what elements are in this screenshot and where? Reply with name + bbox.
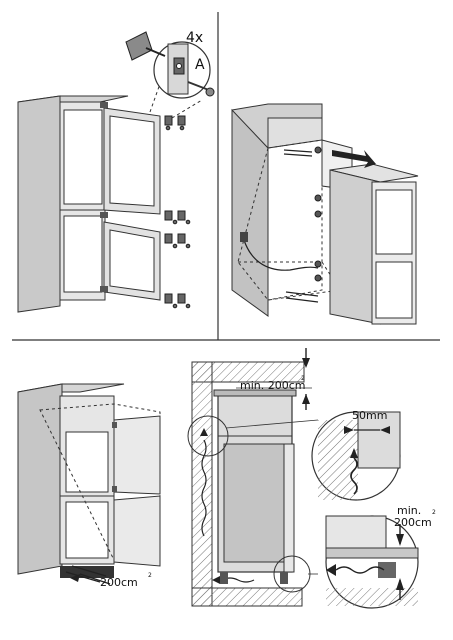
hinge-screws-middle xyxy=(164,210,191,249)
bottom-vent-label-line2: 200cm xyxy=(394,516,432,529)
part-label: A xyxy=(195,57,205,73)
count-label: 4x xyxy=(186,30,204,46)
top-vent-superscript: 2 xyxy=(301,375,305,382)
panel-ventilation-airflow xyxy=(17,383,161,585)
bottom-vent-superscript: 2 xyxy=(432,509,436,516)
hinge-screws-lower xyxy=(164,293,191,309)
screwdriver-icon xyxy=(125,31,166,61)
bottom-vent-label-line1: min. xyxy=(397,504,422,517)
vent-area-label: 200cm xyxy=(100,576,138,589)
panel-dividers xyxy=(12,12,440,341)
panel-cross-section xyxy=(187,348,419,609)
vent-area-superscript: 2 xyxy=(148,572,152,579)
hinge-screws-upper xyxy=(164,115,186,131)
panel-insert-appliance xyxy=(231,103,419,325)
gap-label: 50mm xyxy=(352,409,388,422)
top-vent-label: min. 200cm xyxy=(240,379,306,392)
panel-door-hinges xyxy=(17,31,215,313)
